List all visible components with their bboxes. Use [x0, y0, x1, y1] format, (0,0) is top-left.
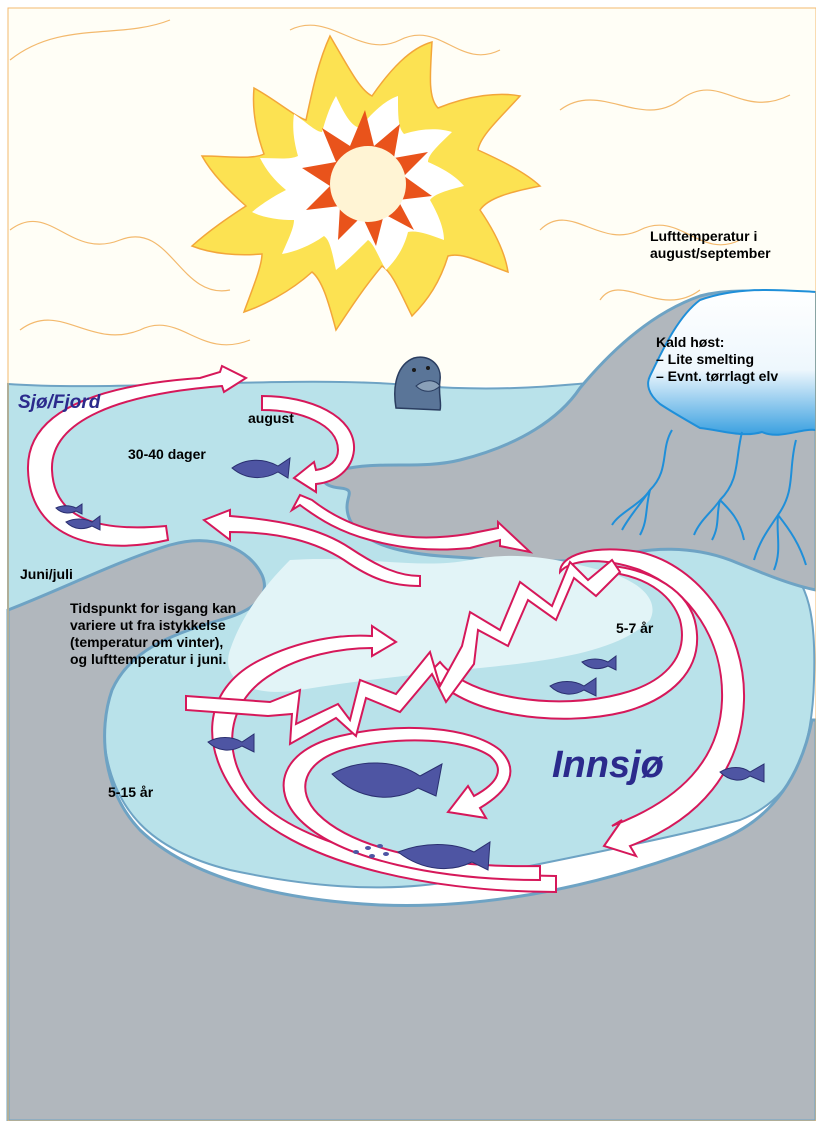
- lake-label: Innsjø: [552, 744, 664, 786]
- lake-adult-duration-label: 5-7 år: [616, 620, 653, 637]
- ice-note-line-1: Tidspunkt for isgang kan: [70, 600, 236, 617]
- air-temperature-line-1: Lufttemperatur i: [650, 228, 771, 245]
- ice-note-line-2: variere ut fra istykkelse: [70, 617, 236, 634]
- cold-autumn-label: Kald høst: – Lite smelting – Evnt. tørrl…: [656, 334, 778, 385]
- air-temperature-line-2: august/september: [650, 245, 771, 262]
- august-label: august: [248, 410, 294, 427]
- ice-note-line-3: (temperatur om vinter),: [70, 634, 236, 651]
- sea-label: Sjø/Fjord: [18, 392, 100, 414]
- sea-duration-label: 30-40 dager: [128, 446, 206, 463]
- ice-breakup-note: Tidspunkt for isgang kan variere ut fra …: [70, 600, 236, 668]
- ice-note-line-4: og lufttemperatur i juni.: [70, 651, 236, 668]
- cold-autumn-line-2: – Lite smelting: [656, 351, 778, 368]
- cold-autumn-line-3: – Evnt. tørrlagt elv: [656, 368, 778, 385]
- lake-young-duration-label: 5-15 år: [108, 784, 153, 801]
- juni-juli-label: Juni/juli: [20, 566, 73, 583]
- cold-autumn-line-1: Kald høst:: [656, 334, 778, 351]
- air-temperature-label: Lufttemperatur i august/september: [650, 228, 771, 262]
- sun-core: [330, 146, 406, 222]
